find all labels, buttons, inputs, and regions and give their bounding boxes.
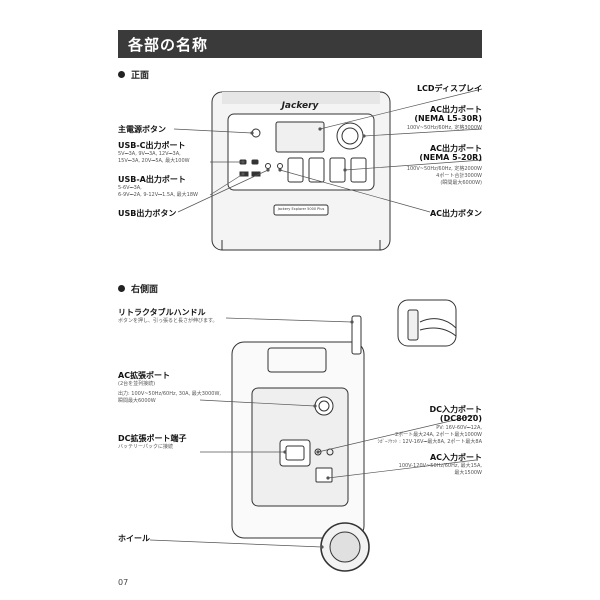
ac-extension-port [314, 396, 334, 416]
label-power-button: 主電源ボタン [118, 125, 166, 134]
model-name: Jackery Explorer 5000 Plus [277, 207, 325, 211]
ac-extension-spec-1: 出力: 100V~50Hz/60Hz, 30A, 最大3000W, [118, 391, 222, 397]
usbc-spec-2: 15V⎓3A, 20V⎓5A, 最大100W [118, 158, 190, 164]
usba-spec-2: 6-9V⎓2A, 9-12V⎓1.5A, 最大18W [118, 192, 198, 198]
usba-spec-1: 5-6V⎓3A, [118, 185, 142, 191]
label-lcd: LCDディスプレイ [416, 84, 482, 93]
brand-logo: Jackery [281, 101, 319, 111]
label-usbc: USB-C出力ポート [118, 141, 186, 150]
ac-input-spec-2: 最大1500W [454, 470, 482, 476]
side-leader-lines [149, 317, 477, 548]
model-badge [273, 204, 329, 216]
front-top-strip [222, 92, 380, 104]
retractable-handle [351, 315, 362, 355]
handle-description: ボタンを押し、引っ張ると長さが伸びます。 [118, 318, 218, 324]
dc-extension-note: バッテリーパックに接続 [118, 444, 173, 450]
dc-input-spec-3: ｼｶﾞｰｿｹｯﾄ : 12V-16V⎓最大8A, 2ポート最大8A [377, 439, 483, 445]
bullet-icon [118, 71, 125, 78]
ac-5-20r-spec-3: (瞬間最大6000W) [440, 180, 482, 186]
page-number: 07 [118, 578, 129, 587]
side-unit-illustration [231, 315, 370, 572]
label-retractable-handle: リトラクタブルハンドル [118, 308, 206, 317]
nema-5-20r-1 [287, 157, 304, 183]
section-side: 右側面 [118, 282, 158, 295]
nema-5-20r-2 [308, 157, 325, 183]
dc-input-spec-1: PV: 16V-60V⎓12A, [436, 425, 482, 431]
ac-5-20r-spec-1: 100V~50Hz/60Hz, 定格2000W [406, 166, 482, 172]
label-ac-l5-30r-type: (NEMA L5-30R) [414, 114, 482, 123]
ac-input-spec-1: 100V-120V~50Hz/60Hz, 最大15A, [398, 463, 482, 469]
usbc-spec-1: 5V⎓3A, 9V⎓3A, 12V⎓3A, [118, 151, 181, 157]
label-dc-input-port: DC入力ポート [429, 405, 482, 414]
front-unit-illustration [211, 91, 391, 251]
section-front: 正面 [118, 68, 149, 81]
dc-input-1 [314, 448, 322, 456]
label-ac-5-20r: AC出力ポート [429, 144, 482, 153]
label-usba: USB-A出力ポート [118, 175, 186, 184]
dc-input-spec-2: 2ポート最大24A, 2ポート最大1000W [395, 432, 482, 438]
handle-detail-inset [397, 299, 457, 347]
page-title-bar: 各部の名称 [118, 30, 482, 58]
page-title: 各部の名称 [128, 36, 209, 54]
label-ac-5-20r-type: (NEMA 5-20R) [419, 153, 482, 162]
side-handle-recess [267, 347, 327, 373]
lcd-screen [275, 121, 325, 153]
ac-input-port [315, 467, 333, 483]
label-usb-button: USB出力ボタン [118, 209, 177, 218]
ac-l5-30r-spec: 100V~50Hz/60Hz, 定格3000W [406, 125, 482, 131]
ac-extension-note: (2台を並列接続) [118, 381, 156, 387]
bullet-icon [118, 285, 125, 292]
label-dc-input-type: (DC8020) [439, 414, 482, 423]
nema-5-20r-4 [350, 157, 367, 183]
label-ac-button: AC出力ボタン [429, 209, 482, 218]
label-dc-extension-port: DC拡張ポート端子 [118, 434, 187, 443]
label-ac-input-port: AC入力ポート [429, 453, 482, 462]
ac-5-20r-spec-2: 4ポート合計3000W [436, 173, 482, 179]
label-ac-l5-30r: AC出力ポート [429, 105, 482, 114]
nema-l5-30r-illust [336, 122, 364, 150]
ac-extension-spec-2: 瞬間最大6000W [118, 398, 156, 404]
label-wheel: ホイール [118, 534, 150, 543]
label-ac-extension-port: AC拡張ポート [118, 371, 171, 380]
front-leader-lines [173, 88, 483, 213]
